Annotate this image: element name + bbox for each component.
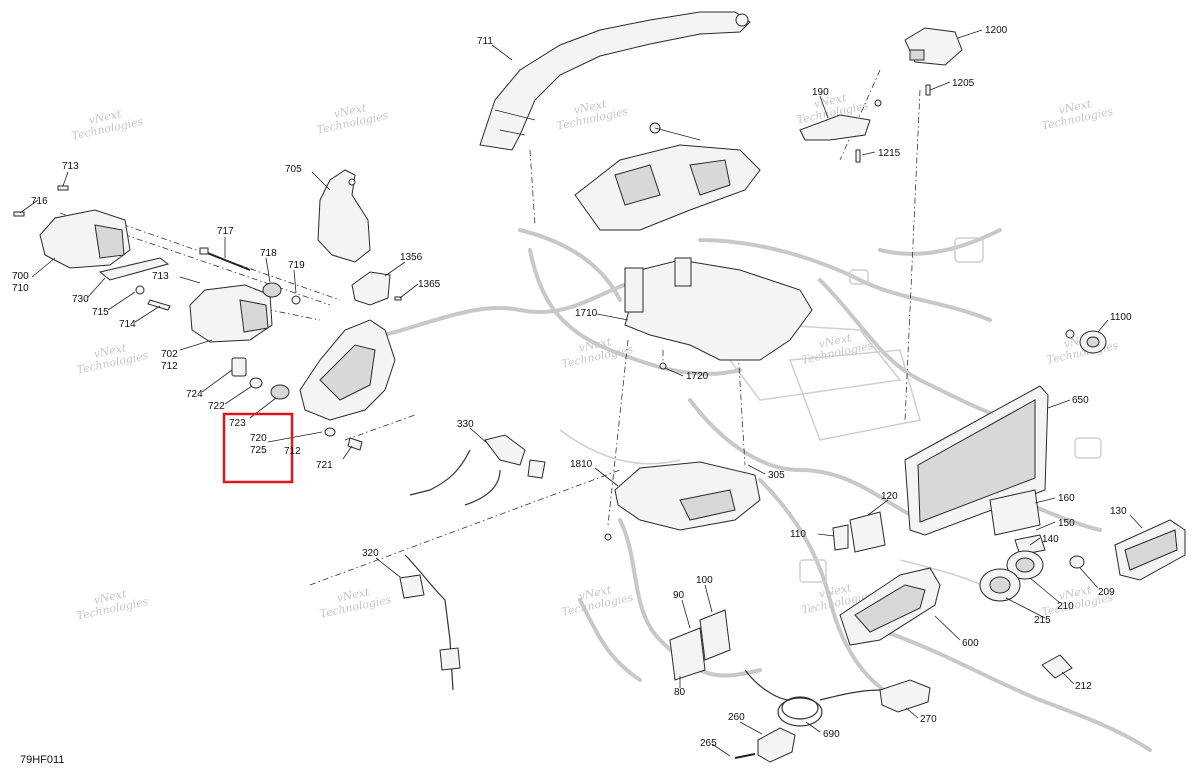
- callout-100: 100: [696, 575, 713, 586]
- callout-702: 702: [161, 349, 178, 360]
- highlight-box: [222, 412, 294, 484]
- callout-320: 320: [362, 548, 379, 559]
- part-705-bracket: [317, 169, 371, 263]
- callout-1810: 1810: [570, 459, 593, 470]
- callout-90: 90: [673, 590, 685, 601]
- callout-1200: 1200: [985, 25, 1008, 36]
- callout-leaders: [19, 29, 1143, 757]
- part-1356-cover: [351, 271, 402, 306]
- part-1200-module: [904, 27, 963, 66]
- callout-210: 210: [1057, 601, 1074, 612]
- part-730-bracket: [98, 257, 171, 311]
- callout-1710: 1710: [575, 308, 598, 319]
- callout-1215: 1215: [878, 148, 901, 159]
- part-130-control-panel: [1114, 519, 1186, 581]
- part-209-cap: [1069, 555, 1085, 569]
- callout-1356: 1356: [400, 252, 423, 263]
- callout-190: 190: [812, 87, 829, 98]
- callout-715: 715: [92, 307, 109, 318]
- callout-270: 270: [920, 714, 937, 725]
- callout-330: 330: [457, 419, 474, 430]
- callout-719: 719: [288, 260, 305, 271]
- callout-713: 713: [152, 271, 169, 282]
- figure-code: 79HF011: [20, 754, 64, 766]
- part-711-mounting-arm: [479, 11, 751, 151]
- part-1810-ecu: [604, 461, 761, 541]
- part-702-module: [189, 284, 273, 343]
- callout-215: 215: [1034, 615, 1051, 626]
- part-330-harness: [409, 434, 546, 506]
- callout-120: 120: [881, 491, 898, 502]
- callout-labels: 711 1200 1205 190 1215 713 716 705 717 7…: [12, 25, 1132, 749]
- part-mounting-plate: [299, 319, 396, 421]
- callout-721: 721: [316, 460, 333, 471]
- part-600-gauge: [839, 567, 941, 646]
- callout-160: 160: [1058, 493, 1075, 504]
- callout-1720: 1720: [686, 371, 709, 382]
- callout-140: 140: [1042, 534, 1059, 545]
- part-718-grommet: [262, 282, 301, 305]
- part-700-module: [13, 185, 131, 269]
- callout-717: 717: [217, 226, 234, 237]
- callout-130: 130: [1110, 506, 1127, 517]
- part-bracket-assembly: [574, 122, 761, 231]
- callout-730: 730: [72, 294, 89, 305]
- callout-713: 713: [62, 161, 79, 172]
- callout-714: 714: [119, 319, 136, 330]
- callout-212: 212: [1075, 681, 1092, 692]
- callout-690: 690: [823, 729, 840, 740]
- callout-724: 724: [186, 389, 203, 400]
- callout-710: 710: [12, 283, 29, 294]
- part-320-harness: [399, 554, 461, 691]
- callout-80: 80: [674, 687, 686, 698]
- callout-600: 600: [962, 638, 979, 649]
- callout-700: 700: [12, 271, 29, 282]
- part-270-switch: [879, 679, 931, 713]
- callout-712: 712: [161, 361, 178, 372]
- part-260-switch: [734, 727, 796, 763]
- callout-705: 705: [285, 164, 302, 175]
- callout-265: 265: [700, 738, 717, 749]
- callout-716: 716: [31, 196, 48, 207]
- part-717-bolt: [199, 247, 251, 271]
- callout-1205: 1205: [952, 78, 975, 89]
- callout-1365: 1365: [418, 279, 441, 290]
- part-1100-connector: [1065, 329, 1107, 354]
- callout-722: 722: [208, 401, 225, 412]
- callout-209: 209: [1098, 587, 1115, 598]
- callout-725: 725: [250, 445, 267, 456]
- part-1710-bracket: [624, 257, 813, 370]
- callout-711: 711: [477, 36, 493, 47]
- part-212-plug: [1041, 654, 1073, 679]
- part-190-sensor: [799, 84, 931, 163]
- part-215-socket: [979, 568, 1021, 602]
- callout-150: 150: [1058, 518, 1075, 529]
- part-690-cable: [744, 669, 881, 727]
- callout-650: 650: [1072, 395, 1089, 406]
- callout-305: 305: [768, 470, 785, 481]
- callout-720: 720: [250, 433, 267, 444]
- callout-110: 110: [790, 529, 806, 540]
- callout-723: 723: [229, 418, 246, 429]
- callout-718: 718: [260, 248, 277, 259]
- watermarks: vNext Technologies vNext Technologies vN…: [70, 91, 1119, 623]
- part-90-100-80-switches: [669, 609, 731, 681]
- callout-712: 712: [284, 446, 301, 457]
- callout-260: 260: [728, 712, 745, 723]
- callout-1100: 1100: [1110, 312, 1132, 323]
- part-210-socket: [1006, 550, 1044, 580]
